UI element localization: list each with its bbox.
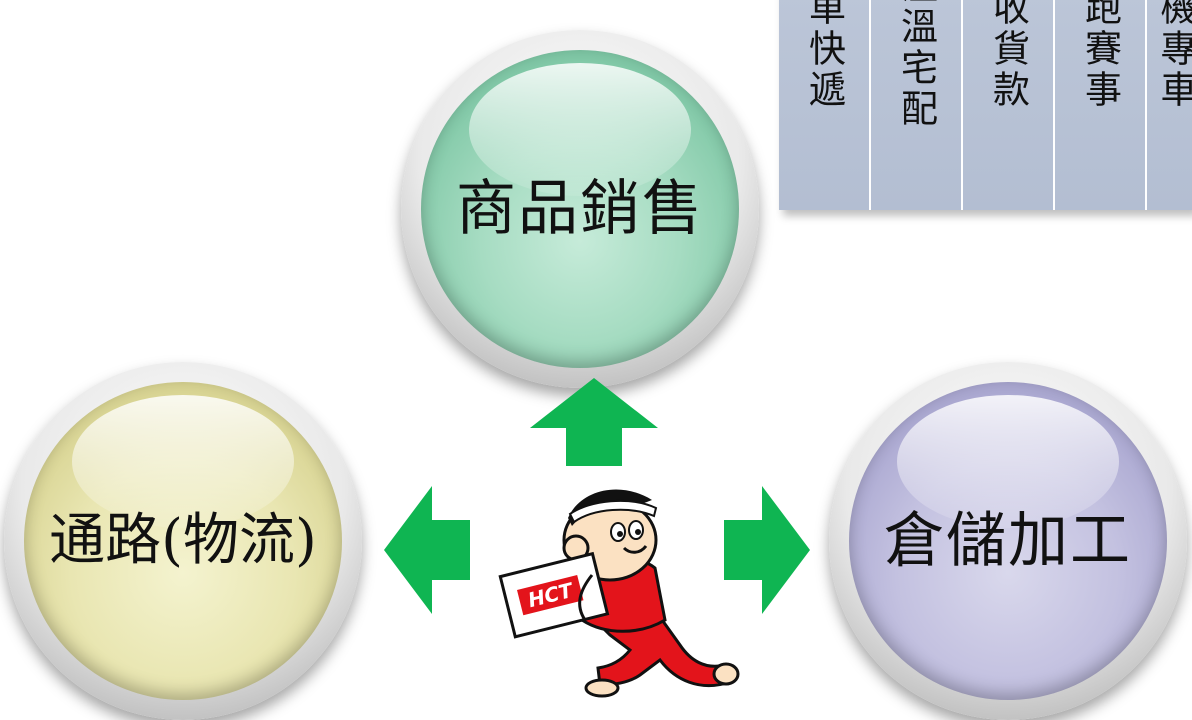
services-table: 車快遞 溫溫宅配 收貨款 跑賽事 機專車 — [779, 0, 1192, 210]
service-text: 跑賽事 — [1078, 0, 1122, 111]
warehouse-sphere: 倉儲加工 — [829, 362, 1187, 720]
service-text: 收貨款 — [986, 0, 1030, 111]
service-cell: 機專車 — [1147, 0, 1192, 210]
mascot-illustration: HCT — [498, 489, 740, 698]
logistics-sphere: 通路(物流) — [4, 362, 362, 720]
service-text: 溫溫宅配 — [894, 0, 938, 130]
logistics-sphere-face: 通路(物流) — [24, 382, 342, 700]
sales-sphere-face: 商品銷售 — [421, 50, 739, 368]
arrow-left-icon — [384, 486, 470, 614]
service-text: 機專車 — [1154, 0, 1192, 111]
service-cell: 車快遞 — [779, 0, 871, 210]
service-cell: 收貨款 — [963, 0, 1055, 210]
arrow-right-icon — [724, 486, 810, 614]
arrow-up-icon — [530, 378, 658, 466]
service-text: 車快遞 — [802, 0, 846, 111]
sales-sphere: 商品銷售 — [401, 30, 759, 388]
warehouse-label: 倉儲加工 — [884, 506, 1132, 576]
logistics-label: 通路(物流) — [49, 508, 317, 573]
service-cell: 溫溫宅配 — [871, 0, 963, 210]
warehouse-sphere-face: 倉儲加工 — [849, 382, 1167, 700]
sales-label: 商品銷售 — [456, 174, 704, 244]
service-cell: 跑賽事 — [1055, 0, 1147, 210]
